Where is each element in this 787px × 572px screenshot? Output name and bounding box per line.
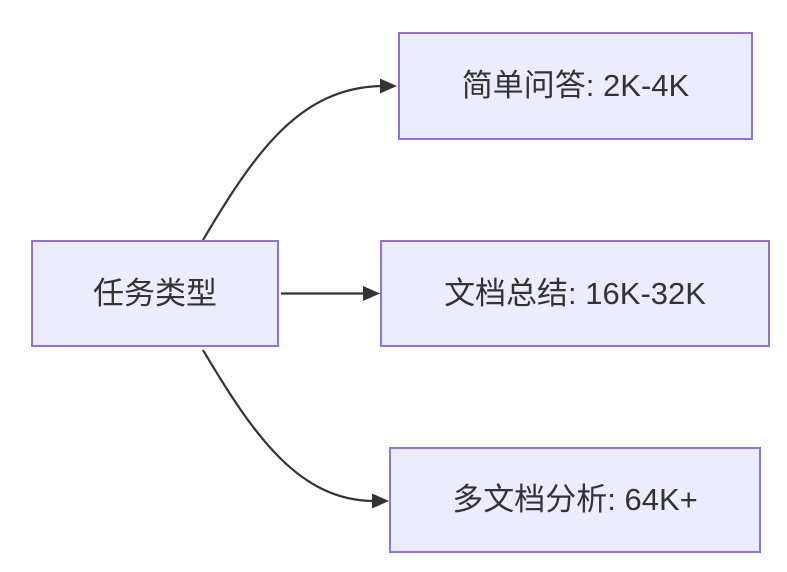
edge-task-type-to-doc-summary <box>281 286 380 301</box>
node-doc-summary-label: 文档总结: 16K-32K <box>444 275 706 311</box>
node-simple-qa-label: 简单问答: 2K-4K <box>461 68 690 104</box>
node-task-type: 任务类型 <box>31 240 279 347</box>
node-multi-doc-analysis-label: 多文档分析: 64K+ <box>452 482 698 518</box>
arrowhead-icon <box>363 286 380 301</box>
node-doc-summary: 文档总结: 16K-32K <box>380 240 770 347</box>
arrowhead-icon <box>380 78 397 94</box>
node-task-type-label: 任务类型 <box>93 275 217 311</box>
node-multi-doc-analysis: 多文档分析: 64K+ <box>389 447 761 553</box>
arrowhead-icon <box>372 493 389 509</box>
edge-task-type-to-simple-qa <box>202 78 397 241</box>
edge-task-type-to-multi-doc-analysis <box>202 349 389 509</box>
node-simple-qa: 简单问答: 2K-4K <box>398 32 753 140</box>
